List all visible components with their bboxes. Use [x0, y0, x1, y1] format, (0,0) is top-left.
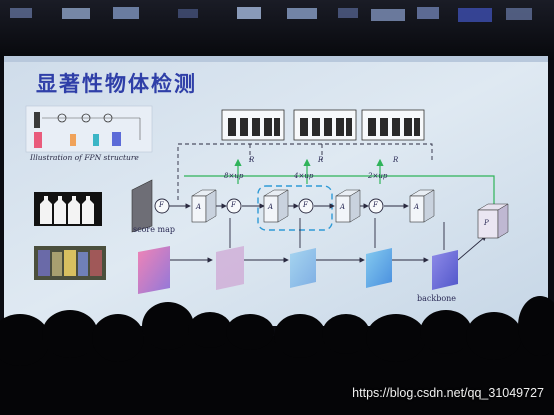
refine-symbol-3: R	[393, 156, 399, 164]
fpn-illustration	[25, 105, 153, 153]
refine-symbol-2: R	[318, 156, 324, 164]
dashed-connectors	[177, 143, 433, 200]
slide-title: 显著性物体检测	[36, 72, 197, 96]
feature-blocks	[191, 189, 509, 239]
fuse-symbol-3: F	[303, 201, 308, 209]
attention-symbol-1: A	[196, 203, 202, 211]
ceiling-lights	[10, 7, 532, 22]
fuse-nodes	[154, 198, 384, 214]
upsample-label-8x: 8×up	[224, 172, 244, 180]
input-photo-thumbnail	[34, 246, 106, 280]
decoder-path	[168, 203, 487, 263]
upsample-label-2x: 2×up	[368, 172, 388, 180]
backbone-label: backbone	[417, 294, 457, 303]
fuse-symbol-4: F	[373, 201, 378, 209]
upsample-label-4x: 4×up	[294, 172, 314, 180]
output-mask-row	[221, 109, 425, 141]
attention-symbol-3: A	[340, 203, 346, 211]
score-map-plate	[131, 179, 153, 233]
watermark-url: https://blog.csdn.net/qq_31049727	[352, 386, 544, 400]
green-upsample-arrows	[184, 158, 495, 204]
fuse-symbol-1: F	[159, 201, 164, 209]
attention-symbol-4: A	[414, 203, 420, 211]
backbone-planes	[138, 246, 458, 294]
saliency-mask-thumbnail	[34, 192, 102, 226]
attention-symbol-2: A	[268, 203, 274, 211]
refine-symbol-1: R	[249, 156, 255, 164]
fuse-symbol-2: F	[231, 201, 236, 209]
fpn-caption: Illustration of FPN structure	[30, 153, 139, 162]
pool-symbol: P	[484, 219, 489, 227]
audience-silhouettes	[0, 296, 554, 415]
score-map-label: score map	[133, 225, 175, 234]
